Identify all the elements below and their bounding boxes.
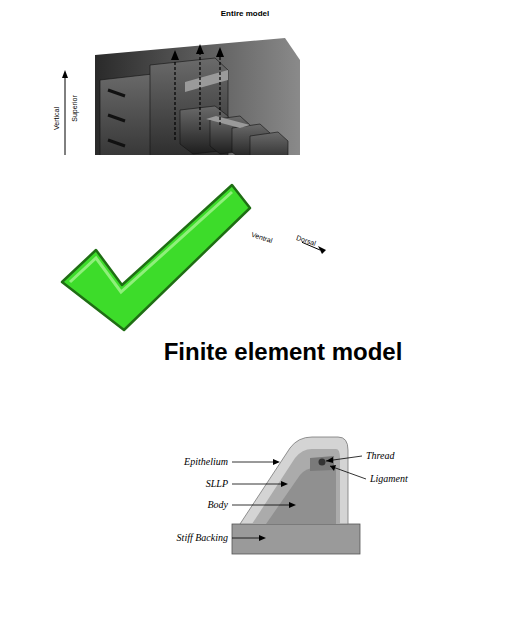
axis-label: Superior bbox=[71, 95, 78, 121]
part-label: Thread bbox=[366, 451, 395, 461]
part-label: Stiff Backing bbox=[177, 533, 228, 543]
part-label: Epithelium bbox=[184, 457, 228, 467]
panel-title: Entire model bbox=[221, 10, 269, 18]
part-label: Ligament bbox=[370, 474, 408, 484]
axis-label: Vertical bbox=[53, 107, 60, 130]
panel-heading: Finite element model bbox=[164, 340, 403, 364]
cross-section bbox=[232, 437, 366, 554]
check-mark bbox=[40, 155, 302, 343]
part-label: SLLP bbox=[206, 479, 228, 489]
part-label: Body bbox=[207, 500, 228, 510]
